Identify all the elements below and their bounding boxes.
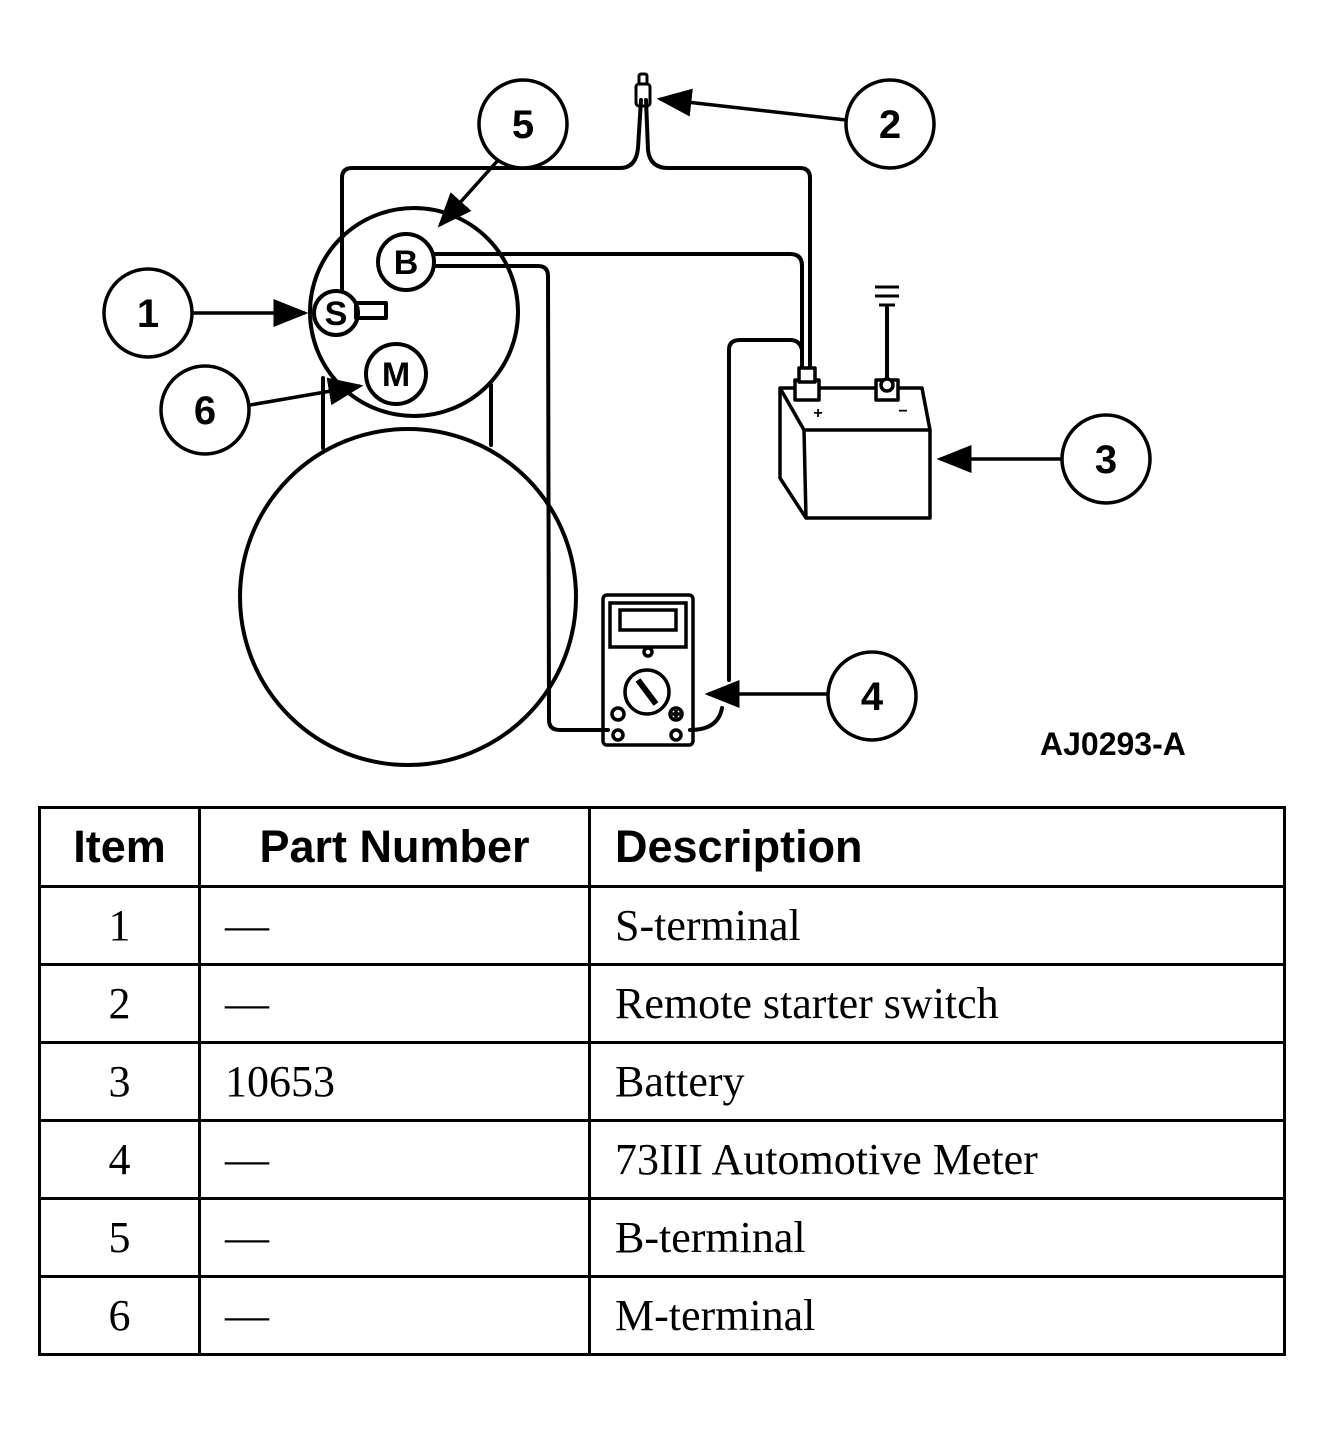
callout-2-label: 2 [879, 103, 901, 147]
callout-2 [844, 78, 936, 170]
m-terminal-label: M [382, 356, 410, 394]
callout-6 [159, 364, 251, 456]
figure-id: AJ0293-A [1040, 726, 1186, 762]
cell-item: 5 [38, 1197, 201, 1278]
callout-1-label: 1 [137, 292, 159, 336]
parts-table: Item Part Number Description 1 — S-termi… [38, 806, 1286, 1356]
cell-part-number: — [198, 1197, 591, 1278]
starter-motor [238, 427, 578, 767]
cell-description: Remote starter switch [588, 963, 1286, 1044]
header-item: Item [38, 806, 201, 888]
b-terminal [376, 232, 436, 292]
callout-4 [826, 650, 918, 742]
callout-3 [1060, 413, 1152, 505]
callout-3-label: 3 [1095, 438, 1117, 482]
callout-6-leader [249, 377, 364, 407]
solenoid [308, 206, 520, 418]
table-row: 5 — B-terminal [38, 1197, 1286, 1278]
header-part-number: Part Number [198, 806, 591, 888]
cell-description: 73III Automotive Meter [588, 1119, 1286, 1200]
cell-description: B-terminal [588, 1197, 1286, 1278]
ground-icon [875, 285, 899, 307]
table-row: 3 10653 Battery [38, 1041, 1286, 1122]
callout-5-leader [437, 156, 502, 228]
s-terminal-spade [354, 301, 388, 320]
s-terminal-label: S [325, 295, 348, 333]
m-terminal [364, 342, 428, 406]
cell-item: 2 [38, 963, 201, 1044]
table-header-row: Item Part Number Description [38, 806, 1286, 888]
meter-lead-battery [727, 338, 804, 682]
table-row: 2 — Remote starter switch [38, 963, 1286, 1044]
cell-part-number: — [198, 885, 591, 966]
table-row: 4 — 73III Automotive Meter [38, 1119, 1286, 1200]
b-terminal-cable [432, 252, 804, 387]
cell-item: 4 [38, 1119, 201, 1200]
starter-test-diagram: + − 1 2 3 4 5 6 [102, 72, 1152, 767]
cell-description: M-terminal [588, 1275, 1286, 1356]
callout-1 [102, 267, 194, 359]
battery [778, 366, 932, 520]
cell-description: Battery [588, 1041, 1286, 1122]
callout-4-label: 4 [861, 675, 884, 719]
battery-positive-label: + [813, 405, 822, 422]
callout-5 [477, 78, 569, 170]
callout-6-label: 6 [194, 389, 216, 433]
meter-dial [623, 668, 671, 716]
callout-2-leader [656, 88, 847, 122]
b-terminal-label: B [394, 244, 419, 282]
automotive-meter [601, 593, 695, 747]
cell-description: S-terminal [588, 885, 1286, 966]
cell-part-number: — [198, 1119, 591, 1200]
cell-item: 6 [38, 1275, 201, 1356]
header-description: Description [588, 806, 1286, 888]
table-row: 6 — M-terminal [38, 1275, 1286, 1356]
meter-lead-return [688, 706, 724, 732]
cell-part-number: — [198, 963, 591, 1044]
table-row: 1 — S-terminal [38, 885, 1286, 966]
remote-switch-lead-battery [644, 98, 812, 387]
cell-part-number: — [198, 1275, 591, 1356]
cell-item: 3 [38, 1041, 201, 1122]
cell-part-number: 10653 [198, 1041, 591, 1122]
cell-item: 1 [38, 885, 201, 966]
remote-starter-switch-icon [634, 72, 652, 108]
meter-lead-b [432, 264, 610, 732]
callout-5-label: 5 [512, 103, 534, 147]
remote-switch-lead-s [340, 98, 643, 293]
battery-negative-label: − [898, 403, 907, 420]
